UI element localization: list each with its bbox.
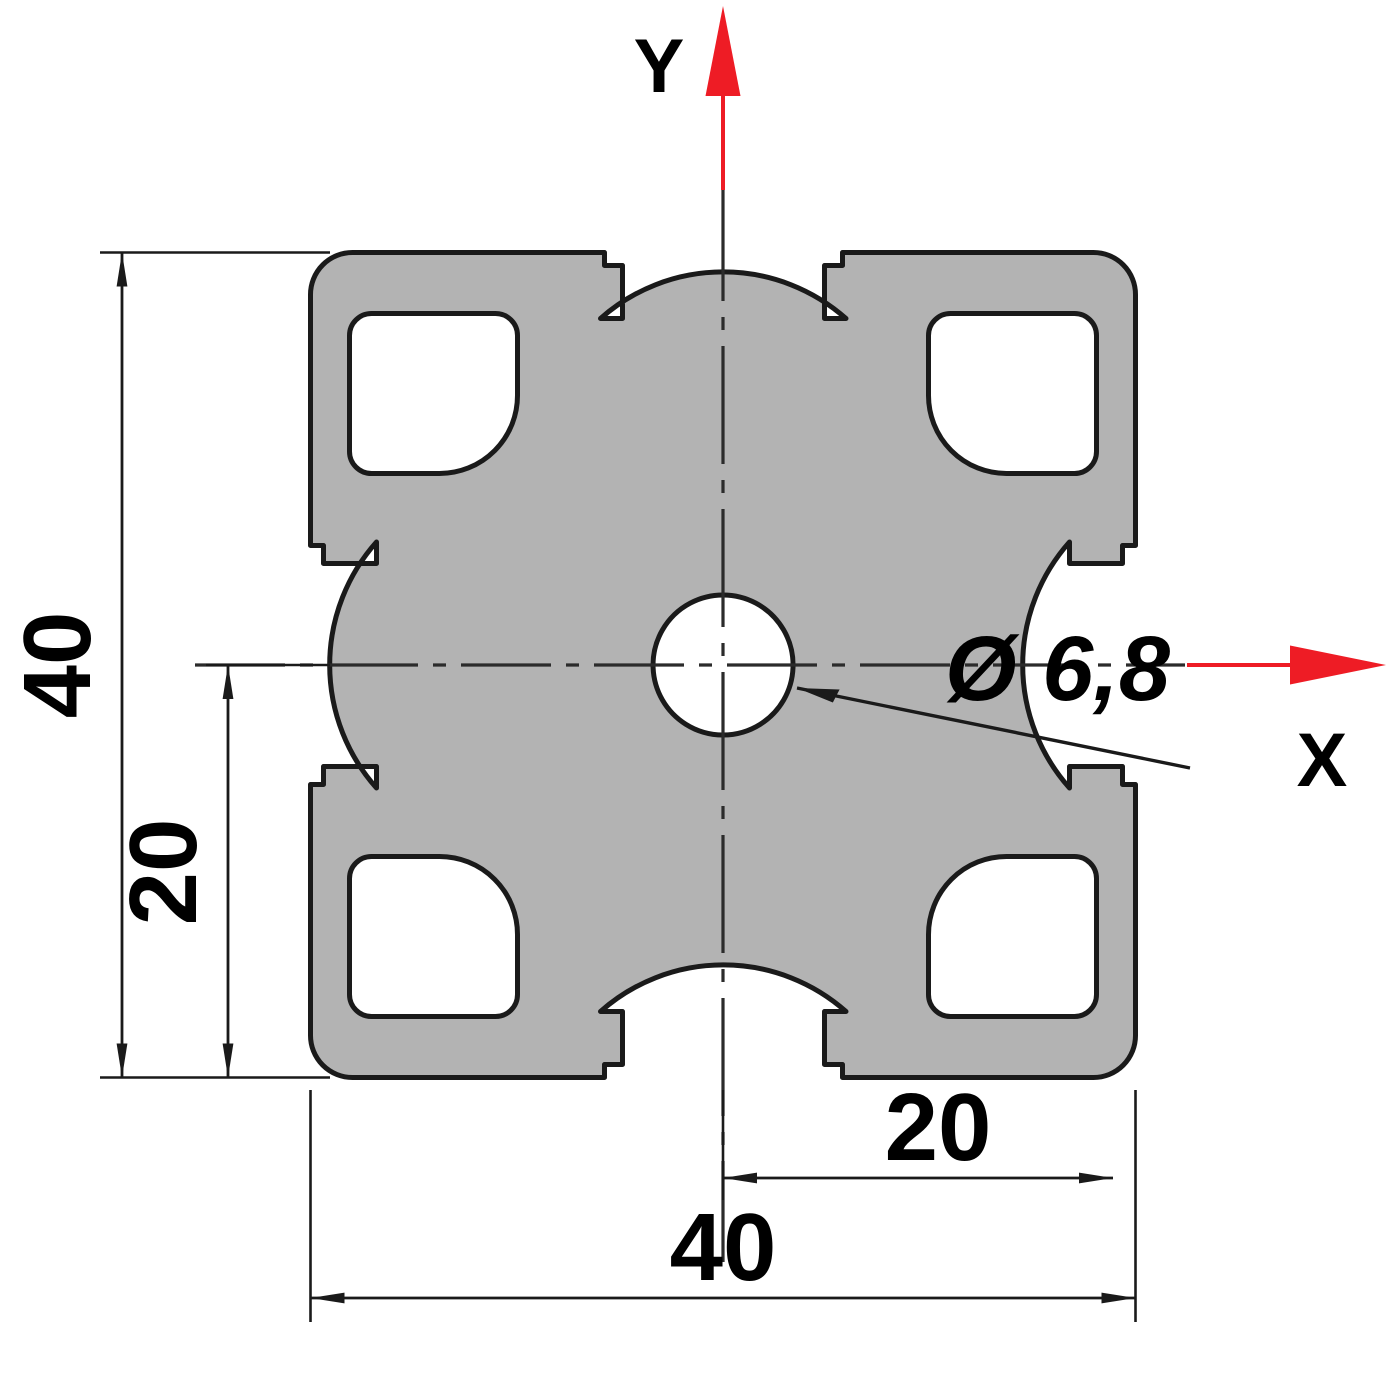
dimension-height-40: 40 — [4, 251, 330, 1079]
y-axis-label: Y — [634, 24, 685, 109]
dim-w40-label: 40 — [670, 1194, 777, 1301]
bore-leader-line — [796, 686, 1191, 770]
bore-diameter-annotation: Ø 6,8 — [796, 618, 1191, 770]
dim-h40-label: 40 — [4, 612, 111, 719]
y-axis-arrowhead — [705, 6, 741, 96]
x-axis-arrowhead — [1290, 645, 1386, 685]
dimension-width-40: 40 — [309, 1090, 1137, 1322]
dim-w20-label: 20 — [885, 1074, 992, 1181]
dimension-height-20: 20 — [110, 663, 330, 1078]
dim-h20-label: 20 — [110, 819, 217, 926]
centre-lines — [195, 20, 1185, 1262]
profile-outline — [308, 250, 1138, 1080]
bore-diameter-label: Ø 6,8 — [945, 618, 1171, 720]
extrusion-profile — [308, 250, 1138, 1080]
x-axis-label: X — [1297, 718, 1348, 803]
dimension-width-20: 20 — [721, 1074, 1113, 1200]
coordinate-axes: Y X — [634, 6, 1386, 803]
